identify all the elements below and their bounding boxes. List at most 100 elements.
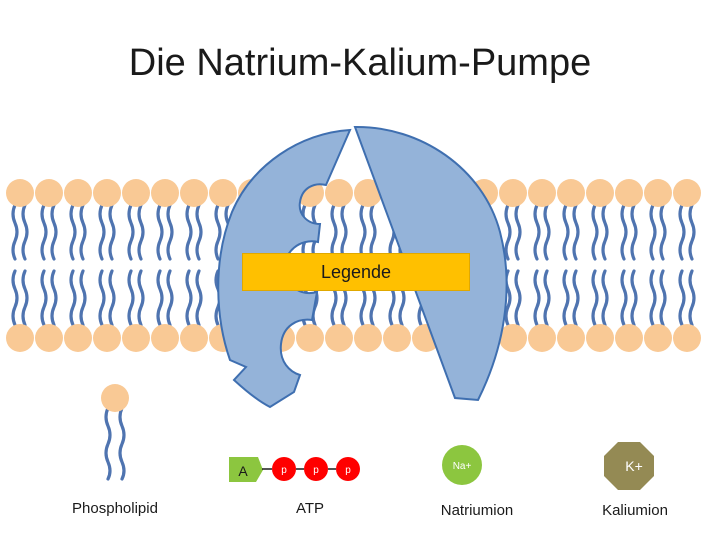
legend-box: Legende xyxy=(242,253,470,291)
lipid-head xyxy=(528,324,556,352)
sodium-ion-icon: Na+ xyxy=(442,445,482,485)
svg-text:p: p xyxy=(281,465,287,476)
svg-text:Na+: Na+ xyxy=(453,461,472,472)
lipid-tail xyxy=(620,203,628,261)
lipid-tail xyxy=(69,203,77,261)
page-title: Die Natrium-Kalium-Pumpe xyxy=(128,42,592,84)
lipid-tail xyxy=(649,269,657,327)
lipid-tail xyxy=(98,203,106,261)
phospholipid-label: Phospholipid xyxy=(72,500,158,517)
lipid-head xyxy=(296,324,324,352)
lipid-tail xyxy=(591,203,599,261)
lipid-tail xyxy=(630,269,638,327)
lipid-tail xyxy=(543,269,551,327)
lipid-tail xyxy=(340,203,348,261)
lipid-tail xyxy=(649,203,657,261)
lipid-head xyxy=(528,179,556,207)
lipid-tail xyxy=(108,269,116,327)
lipid-head xyxy=(499,179,527,207)
phosphate-1 xyxy=(272,457,296,481)
lipid-tail xyxy=(98,269,106,327)
lipid-head xyxy=(209,179,237,207)
lipid-tail xyxy=(137,269,145,327)
legend-label: Legende xyxy=(320,261,392,282)
lipid-tail xyxy=(591,269,599,327)
lipid-tail xyxy=(678,203,686,261)
lipid-tail xyxy=(166,269,174,327)
lipid-head xyxy=(586,324,614,352)
phosphate-2 xyxy=(304,457,328,481)
lipid-tail xyxy=(659,203,667,261)
lipid-tail xyxy=(79,203,87,261)
lipid-tail xyxy=(572,269,580,327)
lipid-tail xyxy=(688,269,696,327)
lipid-head xyxy=(325,179,353,207)
lipid-tail xyxy=(369,203,377,261)
svg-text:K+: K+ xyxy=(625,458,643,474)
lipid-tail xyxy=(543,203,551,261)
lipid-tail xyxy=(50,203,58,261)
lipid-head xyxy=(586,179,614,207)
lipid-tail xyxy=(127,203,135,261)
lipid-tail xyxy=(137,203,145,261)
lipid-head xyxy=(151,179,179,207)
lipid-tail xyxy=(156,203,164,261)
lipid-head xyxy=(644,324,672,352)
lipid-tail xyxy=(69,269,77,327)
lipid-tail xyxy=(40,269,48,327)
lipid-tail xyxy=(21,203,29,261)
lipid-tail xyxy=(630,203,638,261)
lipid-head xyxy=(615,324,643,352)
lipid-tail xyxy=(50,269,58,327)
lipid-tail xyxy=(514,269,522,327)
lipid-head xyxy=(93,324,121,352)
lipid-tail xyxy=(21,269,29,327)
lipid-head xyxy=(615,179,643,207)
lipid-head xyxy=(35,179,63,207)
lipid-head xyxy=(6,179,34,207)
lipid-head xyxy=(354,324,382,352)
kalium-label: Kaliumion xyxy=(602,502,668,519)
svg-text:p: p xyxy=(345,465,351,476)
lipid-head xyxy=(557,324,585,352)
lipid-tail xyxy=(11,203,19,261)
lipid-head xyxy=(354,179,382,207)
lipid-head xyxy=(122,324,150,352)
lipid-head xyxy=(644,179,672,207)
lipid-tail xyxy=(504,203,512,261)
lipid-tail xyxy=(601,203,609,261)
lipid-head xyxy=(557,179,585,207)
atp-label: ATP xyxy=(295,500,325,517)
lipid-tail xyxy=(195,269,203,327)
phosphate-3 xyxy=(336,457,360,481)
lipid-head xyxy=(122,179,150,207)
lipid-head xyxy=(499,324,527,352)
lipid-tail xyxy=(620,269,628,327)
lipid-head xyxy=(325,324,353,352)
adenosine-label: A xyxy=(238,463,248,479)
potassium-ion-icon: K+ xyxy=(604,442,654,490)
lipid-tail xyxy=(678,269,686,327)
lipid-tail xyxy=(40,203,48,261)
lipid-head xyxy=(93,179,121,207)
lipid-tail xyxy=(533,203,541,261)
lipid-tail xyxy=(659,269,667,327)
svg-text:p: p xyxy=(313,465,319,476)
lipid-tail xyxy=(156,269,164,327)
natrium-label: Natriumion xyxy=(440,502,514,519)
lipid-tail xyxy=(166,203,174,261)
lipid-tail xyxy=(562,269,570,327)
lipid-head xyxy=(6,324,34,352)
lipid-tail xyxy=(601,269,609,327)
lipid-head xyxy=(180,324,208,352)
lipid-head xyxy=(180,179,208,207)
atp-icon: A p p p xyxy=(229,457,360,482)
lipid-tail xyxy=(572,203,580,261)
lipid-tail xyxy=(185,269,193,327)
phospholipid-icon xyxy=(101,384,129,481)
lipid-head xyxy=(673,179,701,207)
lipid-tail xyxy=(79,269,87,327)
lipid-tail xyxy=(562,203,570,261)
lipid-tail xyxy=(185,203,193,261)
